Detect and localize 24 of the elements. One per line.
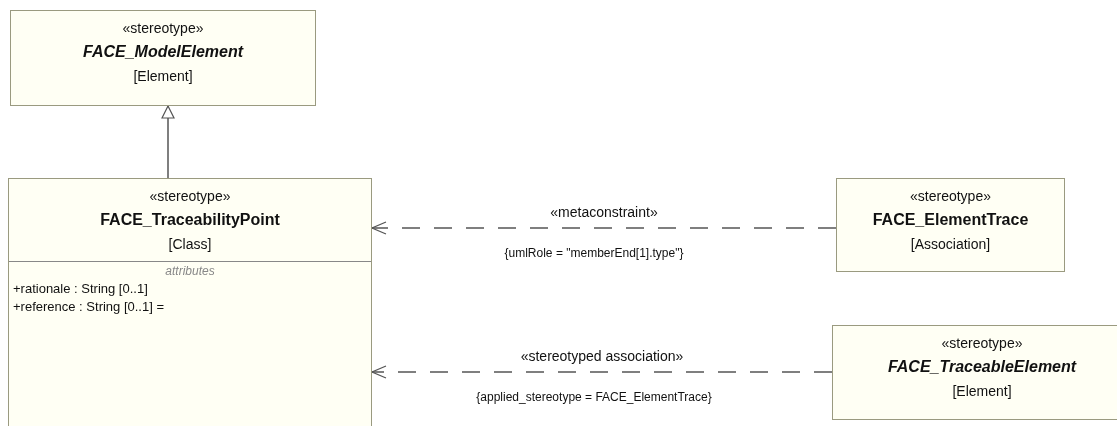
constraint-label: {umlRole = "memberEnd[1].type"}	[504, 245, 684, 262]
class-name: FACE_TraceabilityPoint	[100, 210, 280, 230]
stereotype-label: «stereotype»	[941, 334, 1023, 353]
metaclass-label: [Class]	[168, 235, 212, 254]
class-name: FACE_TraceableElement	[887, 357, 1077, 377]
constraint-label: {applied_stereotype = FACE_ElementTrace}	[476, 389, 712, 406]
compartment-label: attributes	[165, 263, 215, 280]
stereotype-label: «stereotype»	[910, 187, 991, 206]
metaclass-label: [Element]	[952, 382, 1012, 401]
stereotype-box	[10, 10, 316, 106]
attribute-text: +reference : String [0..1] =	[13, 298, 166, 316]
metaclass-label: [Association]	[910, 235, 991, 254]
attribute-text: +rationale : String [0..1]	[13, 280, 149, 298]
generalization-arrow	[161, 105, 175, 179]
dashed-arrow	[371, 365, 833, 379]
stereotype-box	[8, 178, 372, 426]
class-name: FACE_ElementTrace	[872, 210, 1029, 230]
class-name: FACE_ModelElement	[83, 42, 243, 62]
stereotype-box	[836, 178, 1065, 272]
stereotype-label: «stereotype»	[122, 19, 204, 38]
stereotype-label: «stereotype»	[149, 187, 231, 206]
metaclass-label: [Element]	[133, 67, 193, 86]
dashed-arrow	[371, 221, 837, 235]
stereotype-box	[832, 325, 1117, 420]
